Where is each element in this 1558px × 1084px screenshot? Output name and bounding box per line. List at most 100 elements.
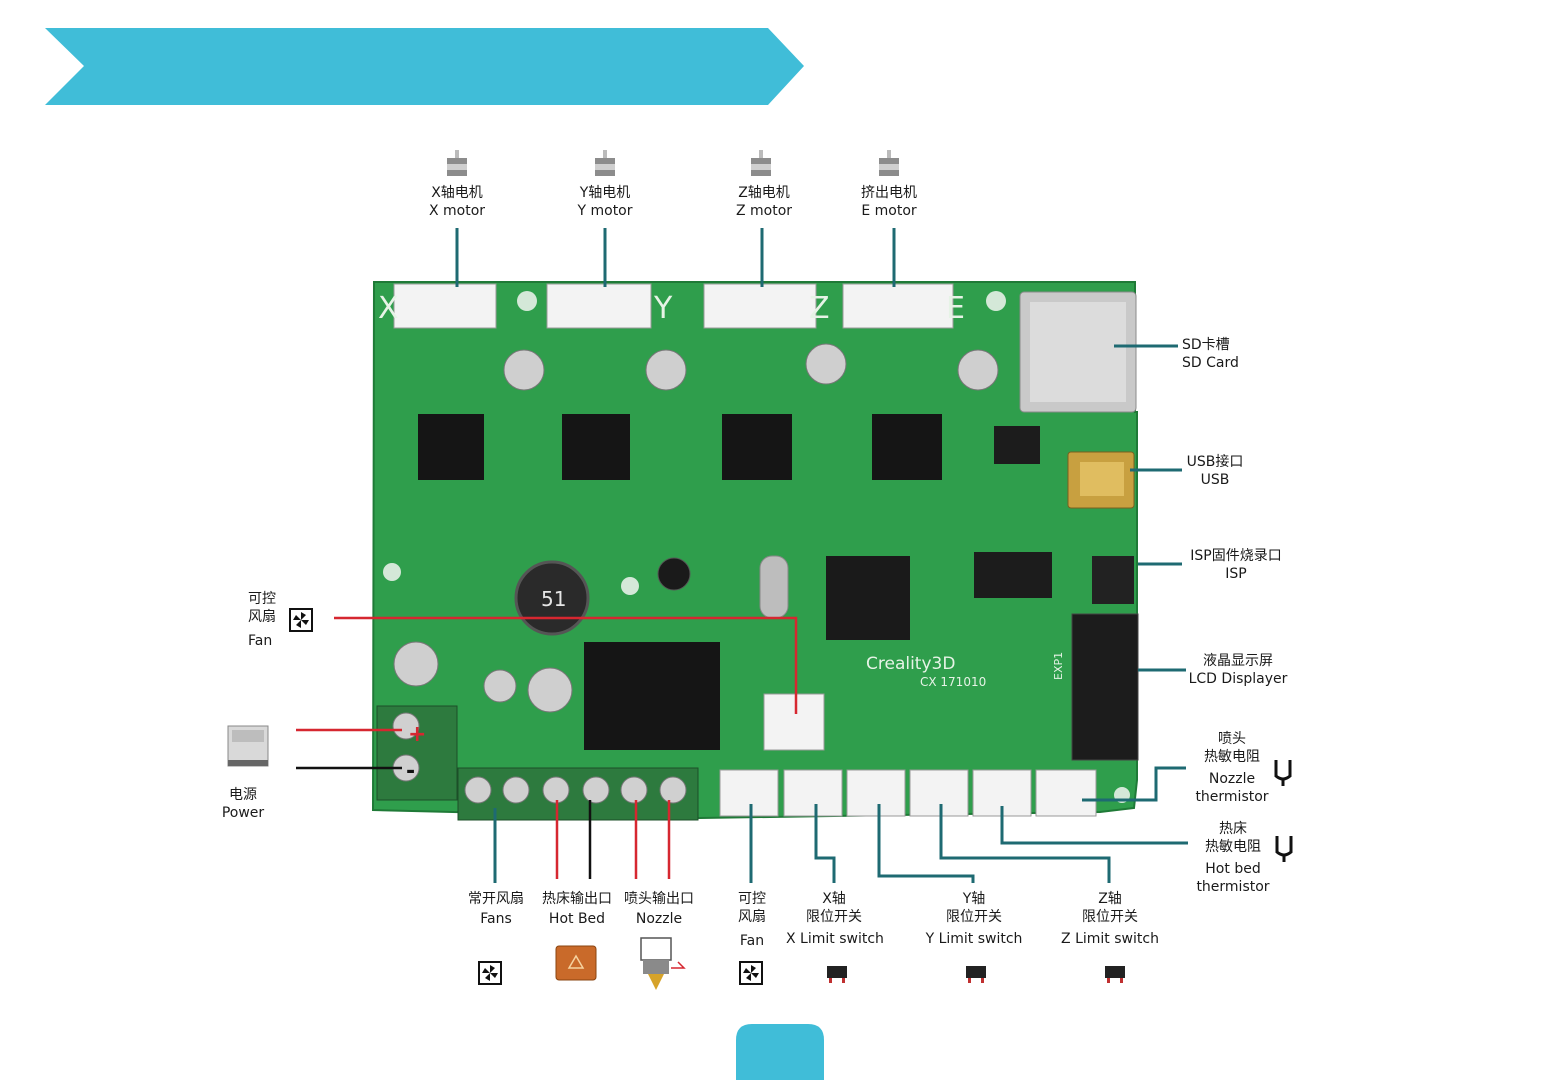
bed-thermistor-label: 热床 热敏电阻 Hot bed thermistor (1192, 820, 1274, 896)
fan-icon (739, 961, 763, 985)
output-terminal-block (457, 767, 699, 821)
silk-e: E (946, 291, 965, 326)
inductor-marking: 51 (541, 587, 566, 611)
z-stop-connector (909, 769, 969, 817)
limit-switch-icon (827, 966, 847, 983)
onboard-fan-connector (763, 693, 825, 751)
nozzle-thermistor-label: 喷头 热敏电阻 Nozzle thermistor (1192, 730, 1272, 806)
nozzle-therm-zh1: 喷头 (1218, 731, 1246, 747)
fan-connector (719, 769, 779, 817)
nozzle-en: Nozzle (635, 911, 683, 927)
controlled-fan-label: 可控 风扇 Fan (248, 590, 276, 650)
driver-heatsink-z (722, 414, 792, 480)
isp-en: ISP (1225, 566, 1247, 582)
bed-therm-zh2: 热敏电阻 (1205, 839, 1261, 855)
sd-card-zh: SD卡槽 (1182, 337, 1230, 353)
y-motor-label: Y轴电机 Y motor (555, 184, 655, 220)
e-motor-connector (842, 283, 954, 329)
y-limit-zh1: Y轴 (962, 891, 986, 907)
nozzle-therm-en2: thermistor (1195, 789, 1269, 805)
sd-card-en: SD Card (1182, 355, 1239, 371)
y-motor-en: Y motor (577, 203, 633, 219)
bottom-fan-zh2: 风扇 (738, 909, 766, 925)
lcd-en: LCD Displayer (1188, 671, 1288, 687)
y-limit-zh2: 限位开关 (946, 909, 1002, 925)
thermistor-icon (1274, 760, 1292, 786)
nozzle-icon (640, 937, 686, 990)
header-banner (45, 28, 804, 105)
hot-bed-icon (555, 945, 597, 981)
bottom-fan-label: 可控 风扇 Fan (726, 890, 778, 950)
y-stop-connector (846, 769, 906, 817)
e-motor-zh: 挤出电机 (861, 185, 917, 201)
fans-label: 常开风扇 Fans (458, 890, 534, 928)
z-limit-zh2: 限位开关 (1082, 909, 1138, 925)
nozzle-label: 喷头输出口 Nozzle (618, 890, 700, 928)
silk-z: Z (809, 291, 830, 326)
z-motor-label: Z轴电机 Z motor (714, 184, 814, 220)
nozzle-therm-connector (1035, 769, 1097, 817)
z-motor-zh: Z轴电机 (738, 185, 790, 201)
board-brand: Creality3D (866, 654, 955, 674)
thermistor-icon (1275, 836, 1293, 862)
isp-label: ISP固件烧录口 ISP (1180, 547, 1292, 583)
sd-card-label: SD卡槽 SD Card (1182, 336, 1239, 372)
bed-therm-zh1: 热床 (1219, 821, 1247, 837)
x-limit-en: X Limit switch (786, 931, 884, 947)
z-limit-en: Z Limit switch (1061, 931, 1159, 947)
motor-leaders (455, 228, 896, 287)
nozzle-therm-en1: Nozzle (1208, 771, 1256, 787)
wires (296, 616, 798, 879)
lcd-zh: 液晶显示屏 (1203, 653, 1273, 669)
y-limit-label: Y轴 限位开关 Y Limit switch (922, 890, 1026, 948)
stepper-motor-icon (879, 150, 899, 176)
bed-therm-en2: thermistor (1196, 879, 1270, 895)
x-stop-connector (783, 769, 843, 817)
inductor (514, 560, 590, 636)
isp-header (1092, 556, 1134, 604)
power-en: Power (221, 805, 265, 821)
bottom-leaders (493, 804, 1111, 883)
stepper-motor-icon (751, 150, 771, 176)
z-motor-connector (703, 283, 817, 329)
nozzle-therm-zh2: 热敏电阻 (1204, 749, 1260, 765)
z-motor-en: Z motor (735, 203, 793, 219)
usb-en: USB (1200, 472, 1230, 488)
svg-text:+: + (408, 722, 426, 747)
limit-switch-icon (966, 966, 986, 983)
y-limit-en: Y Limit switch (925, 931, 1023, 947)
power-label: 电源 Power (212, 786, 274, 822)
fan-en: Fan (248, 633, 273, 649)
bed-therm-en1: Hot bed (1205, 861, 1261, 877)
hot-bed-label: 热床输出口 Hot Bed (536, 890, 618, 928)
usb-chip (974, 552, 1052, 598)
controller-board: X Y Z E Creality3D CX 171010 51 EXP1 + - (371, 281, 1139, 821)
z-limit-label: Z轴 限位开关 Z Limit switch (1060, 890, 1160, 948)
x-motor-en: X motor (428, 203, 486, 219)
silk-y: Y (653, 291, 673, 326)
lcd-exp1-header (1071, 613, 1139, 761)
hot-bed-zh: 热床输出口 (542, 891, 612, 907)
fan-icon (478, 961, 502, 985)
svg-text:-: - (406, 759, 415, 784)
x-motor-label: X轴电机 X motor (407, 184, 507, 220)
stepper-motor-icon (447, 150, 467, 176)
stepper-motor-icon (595, 150, 615, 176)
board-model: CX 171010 (920, 675, 986, 689)
isp-zh: ISP固件烧录口 (1190, 548, 1282, 564)
page-tab (736, 1024, 824, 1080)
driver-heatsink-y (562, 414, 630, 480)
mcu-chip (826, 556, 910, 640)
y-motor-zh: Y轴电机 (579, 185, 631, 201)
x-motor-zh: X轴电机 (431, 185, 483, 201)
fans-zh: 常开风扇 (468, 891, 524, 907)
z-limit-zh1: Z轴 (1098, 891, 1122, 907)
power-supply-icon (227, 725, 269, 767)
lcd-label: 液晶显示屏 LCD Displayer (1186, 652, 1290, 688)
fans-en: Fans (480, 911, 512, 927)
fan-zh2: 风扇 (248, 609, 276, 625)
x-motor-connector (393, 283, 497, 329)
right-leaders (1000, 344, 1188, 845)
x-limit-label: X轴 限位开关 X Limit switch (786, 890, 884, 948)
